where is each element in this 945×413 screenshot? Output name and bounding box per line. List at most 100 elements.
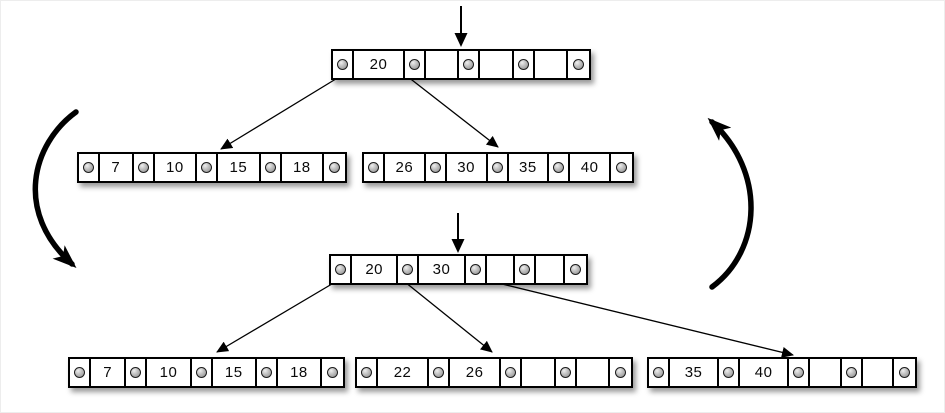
btree-node-bottom-child-right: 35 40	[647, 357, 917, 388]
key-cell: 10	[147, 359, 192, 386]
key-cell: 30	[447, 154, 488, 181]
top-root-to-left-child-arrow	[220, 73, 345, 150]
pointer-cell	[649, 359, 670, 386]
pointer-cell	[789, 359, 811, 386]
pointer-cell	[192, 359, 213, 386]
key-cell: 26	[385, 154, 426, 181]
pointer-cell	[70, 359, 91, 386]
btree-node-bottom-child-middle: 22 26	[355, 357, 633, 388]
pointer-dot-icon	[463, 59, 475, 70]
key-cell: 20	[354, 51, 406, 78]
key-cell: 15	[218, 154, 261, 181]
key-cell: 40	[570, 154, 611, 181]
pointer-dot-icon	[616, 162, 627, 173]
pointer-cell	[197, 154, 219, 181]
pointer-dot-icon	[368, 162, 379, 173]
pointer-cell	[322, 359, 343, 386]
pointer-dot-icon	[517, 59, 529, 70]
pointer-dot-icon	[409, 59, 421, 70]
cycle-arrow-right-icon	[707, 117, 754, 290]
pointer-dot-icon	[74, 367, 85, 378]
pointer-dot-icon	[793, 367, 805, 378]
pointer-dot-icon	[559, 367, 571, 378]
pointer-cell	[405, 51, 427, 78]
pointer-dot-icon	[137, 162, 149, 173]
key-cell: 18	[282, 154, 325, 181]
key-cell	[426, 51, 460, 78]
pointer-dot-icon	[83, 162, 94, 173]
pointer-cell	[79, 154, 100, 181]
pointer-dot-icon	[361, 367, 372, 378]
pointer-dot-icon	[429, 162, 441, 173]
pointer-cell	[126, 359, 148, 386]
pointer-dot-icon	[402, 264, 414, 275]
pointer-cell	[549, 154, 571, 181]
key-cell: 15	[213, 359, 257, 386]
pointer-cell	[501, 359, 523, 386]
pointer-cell	[398, 256, 420, 283]
key-cell: 35	[509, 154, 550, 181]
bottom-root-to-middle-child-arrow	[399, 277, 493, 353]
pointer-dot-icon	[723, 367, 735, 378]
key-cell: 35	[670, 359, 720, 386]
pointer-dot-icon	[327, 367, 339, 378]
pointer-cell	[568, 51, 589, 78]
bottom-root-to-left-child-arrow	[216, 277, 343, 353]
pointer-dot-icon	[653, 367, 664, 378]
key-cell	[487, 256, 516, 283]
pointer-cell	[466, 256, 487, 283]
key-cell	[522, 359, 556, 386]
key-cell: 10	[155, 154, 198, 181]
pointer-cell	[429, 359, 451, 386]
pointer-cell	[894, 359, 915, 386]
pointer-dot-icon	[433, 367, 445, 378]
pointer-cell	[426, 154, 447, 181]
pointer-cell	[842, 359, 863, 386]
pointer-cell	[257, 359, 278, 386]
btree-node-bottom-child-left: 7 10 15 18	[68, 357, 345, 388]
pointer-dot-icon	[553, 162, 565, 173]
pointer-cell	[719, 359, 741, 386]
pointer-cell	[357, 359, 378, 386]
pointer-cell	[611, 154, 632, 181]
pointer-dot-icon	[491, 162, 503, 173]
pointer-cell	[324, 154, 345, 181]
pointer-cell	[556, 359, 577, 386]
key-cell: 7	[91, 359, 127, 386]
key-cell	[810, 359, 842, 386]
top-root-to-right-child-arrow	[402, 72, 499, 148]
key-cell: 40	[740, 359, 790, 386]
key-cell: 26	[450, 359, 502, 386]
pointer-dot-icon	[899, 367, 910, 378]
btree-node-top-child-right: 26 30 35 40	[362, 152, 634, 183]
pointer-cell	[261, 154, 282, 181]
pointer-cell	[514, 51, 535, 78]
key-cell: 22	[378, 359, 430, 386]
pointer-dot-icon	[337, 59, 348, 70]
key-cell: 18	[278, 359, 323, 386]
pointer-dot-icon	[505, 367, 517, 378]
pointer-dot-icon	[573, 59, 584, 70]
pointer-dot-icon	[195, 367, 207, 378]
pointer-dot-icon	[615, 367, 626, 378]
pointer-dot-icon	[469, 264, 481, 275]
key-cell: 7	[100, 154, 134, 181]
key-cell: 20	[352, 256, 399, 283]
pointer-cell	[515, 256, 537, 283]
pointer-cell	[565, 256, 586, 283]
pointer-dot-icon	[201, 162, 213, 173]
bottom-root-to-right-child-arrow	[460, 273, 794, 358]
pointer-cell	[364, 154, 385, 181]
key-cell	[536, 256, 565, 283]
pointer-cell	[459, 51, 481, 78]
pointer-dot-icon	[335, 264, 346, 275]
key-cell	[863, 359, 894, 386]
pointer-cell	[331, 256, 352, 283]
pointer-dot-icon	[260, 367, 272, 378]
key-cell	[535, 51, 568, 78]
pointer-dot-icon	[845, 367, 857, 378]
btree-node-top-root: 20	[331, 49, 591, 80]
pointer-cell	[134, 154, 155, 181]
btree-node-top-child-left: 7 10 15 18	[77, 152, 347, 183]
